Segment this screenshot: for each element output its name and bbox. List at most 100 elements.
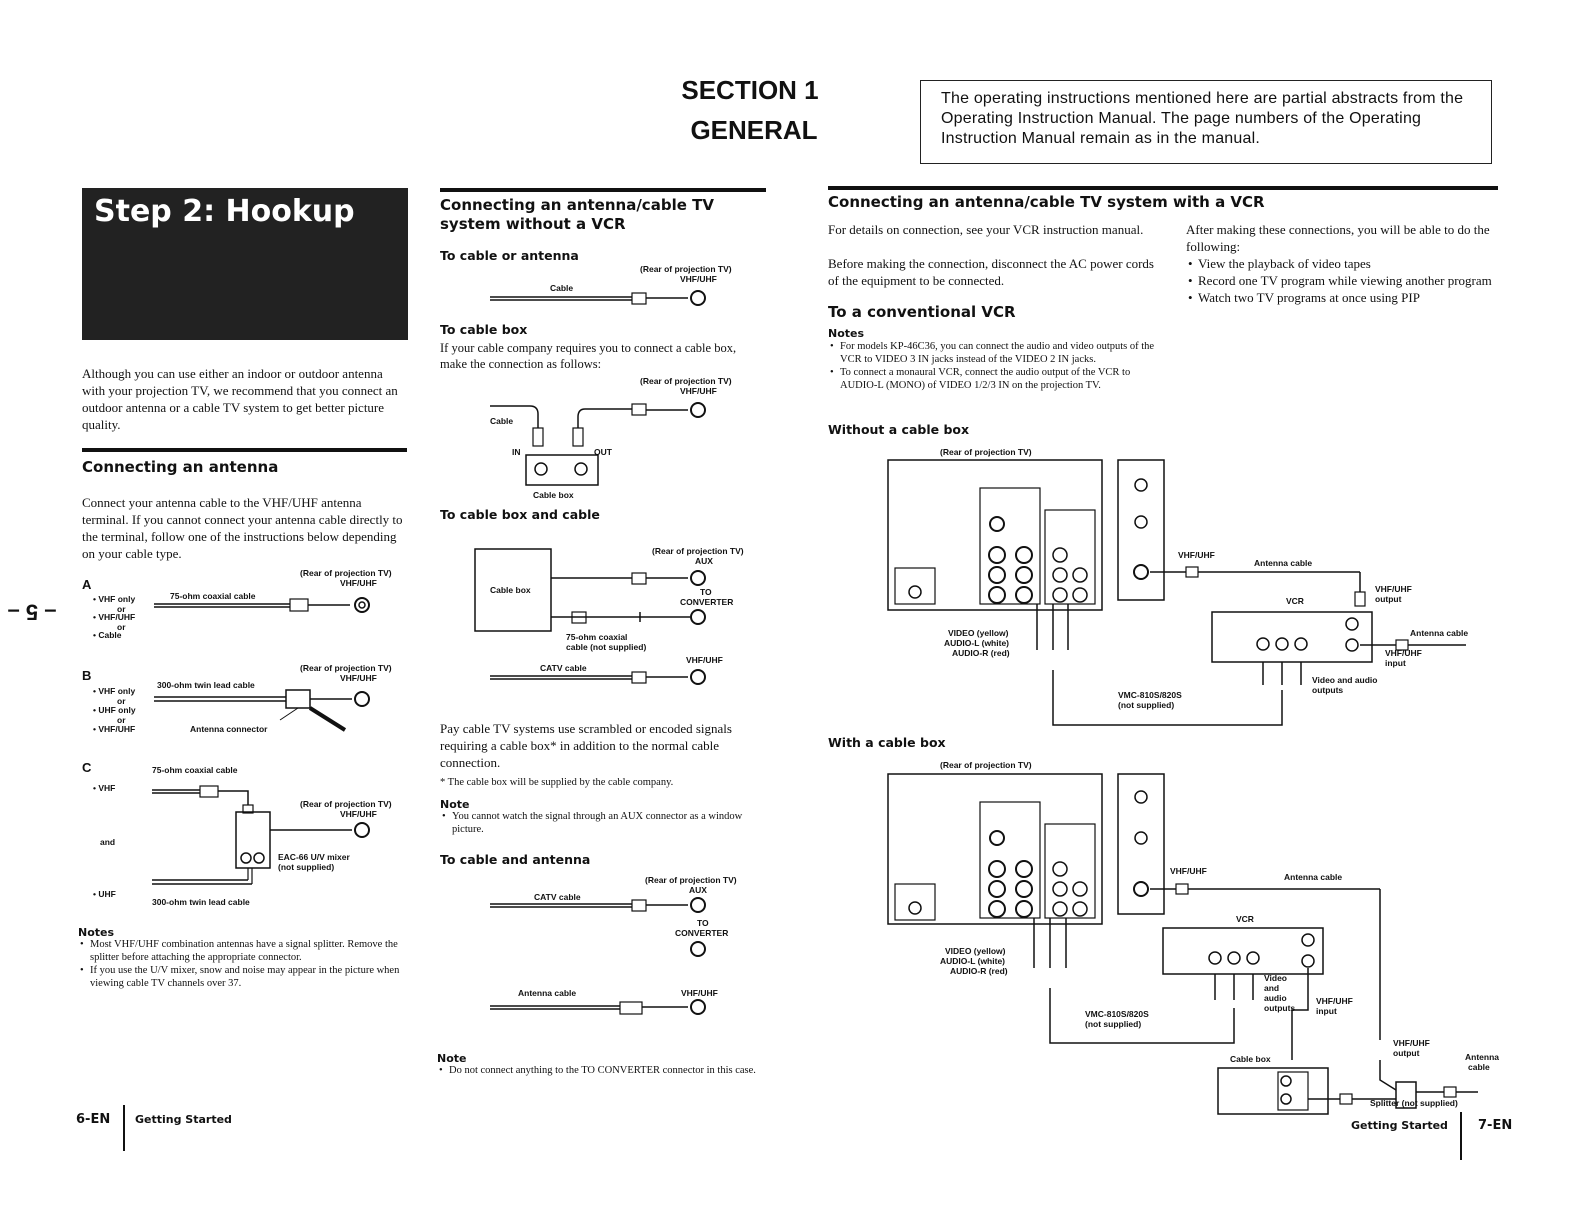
caa-conv: CONVERTER <box>675 928 729 938</box>
footer-divider <box>1460 1112 1462 1160</box>
diagram-b-opt2: • UHF only <box>93 705 136 715</box>
cbc-coax: 75-ohm coaxial <box>566 632 628 642</box>
after-item: View the playback of video tapes <box>1186 255 1496 272</box>
wb-cable: cable <box>1468 1062 1490 1072</box>
wb-va2: and <box>1264 983 1280 993</box>
left-footer-num: 6-EN <box>76 1112 111 1127</box>
rule <box>82 448 407 452</box>
wb-vhf-input: VHF/UHF <box>1316 996 1353 1006</box>
connecting-antenna-heading: Connecting an antenna <box>82 458 279 476</box>
cb-out: OUT <box>594 447 612 457</box>
left-note: If you use the U/V mixer, snow and noise… <box>78 964 408 990</box>
caa-catv: CATV cable <box>534 892 581 902</box>
wb-input: input <box>1316 1006 1337 1016</box>
diagram-b-or2: or <box>117 715 126 725</box>
after-title: After making these connections, you will… <box>1186 222 1490 254</box>
cbc-coax2: cable (not supplied) <box>566 642 647 652</box>
cbc-to: TO <box>700 587 712 597</box>
step-banner: Step 2: Hookup <box>82 188 408 340</box>
diagram-a-opt3: • Cable <box>93 630 122 640</box>
cb-rear: (Rear of projection TV) <box>640 376 732 386</box>
coa-term: VHF/UHF <box>680 274 717 284</box>
wb-vhfuhf: VHF/UHF <box>1170 866 1207 876</box>
wb-vmc: VMC-810S/820S <box>1085 1009 1149 1019</box>
wob-vmc: VMC-810S/820S <box>1118 690 1182 700</box>
wob-vhf-output: VHF/UHF <box>1375 584 1412 594</box>
wob-vcr: VCR <box>1286 596 1304 606</box>
wob-output: output <box>1375 594 1402 604</box>
coa-cable: Cable <box>550 283 574 293</box>
middle-note-list: You cannot watch the signal through an A… <box>440 810 760 836</box>
wb-va4: outputs <box>1264 1003 1296 1013</box>
wob-not-supplied: (not supplied) <box>1118 700 1175 710</box>
connecting-antenna-text: Connect your antenna cable to the VHF/UH… <box>82 495 403 561</box>
left-note: Most VHF/UHF combination antennas have a… <box>78 938 408 964</box>
cbc-rear: (Rear of projection TV) <box>652 546 744 556</box>
diagram-b-term: VHF/UHF <box>340 673 377 683</box>
right-footer-label: Getting Started <box>1351 1119 1448 1132</box>
wob-ant-cable2: Antenna cable <box>1410 628 1469 638</box>
right-note: For models KP-46C36, you can connect the… <box>828 340 1168 366</box>
wob-audio-l: AUDIO-L (white) <box>944 638 1010 648</box>
cbc-conv: CONVERTER <box>680 597 734 607</box>
diagram-a-or2: or <box>117 622 126 632</box>
footer-divider <box>123 1105 125 1151</box>
with-box-title: With a cable box <box>828 735 946 750</box>
wob-audio-r: AUDIO-R (red) <box>952 648 1010 658</box>
after-item: Watch two TV programs at once using PIP <box>1186 289 1496 306</box>
wb-splitter: Splitter (not supplied) <box>1370 1098 1458 1108</box>
diagram-a-or1: or <box>117 604 126 614</box>
right-footer-num: 7-EN <box>1478 1118 1513 1133</box>
wb-ant-cable: Antenna cable <box>1284 872 1343 882</box>
rule <box>828 186 1498 190</box>
caa-term: VHF/UHF <box>681 988 718 998</box>
right-heading: Connecting an antenna/cable TV system wi… <box>828 193 1265 211</box>
wb-rear: (Rear of projection TV) <box>940 760 1032 770</box>
wb-output: output <box>1393 1048 1420 1058</box>
step-title: Step 2: Hookup <box>94 194 355 229</box>
cb-cable: Cable <box>490 416 514 426</box>
wob-outputs: outputs <box>1312 685 1344 695</box>
diagram-a-opt1: • VHF only <box>93 594 136 604</box>
cable-box-title: To cable box <box>440 322 528 337</box>
right-note: To connect a monaural VCR, connect the a… <box>828 366 1168 392</box>
diagram-c-and: and <box>100 837 116 847</box>
middle-heading: Connecting an antenna/cable TV system wi… <box>440 196 714 233</box>
cb-in: IN <box>512 447 521 457</box>
cbc-catv: CATV cable <box>540 663 587 673</box>
right-notes-list: For models KP-46C36, you can connect the… <box>828 340 1168 392</box>
before-text: Before making the connection, disconnect… <box>828 256 1154 288</box>
caa-to: TO <box>697 918 709 928</box>
diagram-c-coax: 75-ohm coaxial cable <box>152 765 238 775</box>
diagram-b-letter: B <box>82 668 92 683</box>
intro-text: Although you can use either an indoor or… <box>82 366 398 432</box>
without-box-title: Without a cable box <box>828 422 970 437</box>
cbc-aux: AUX <box>695 556 713 566</box>
middle-note2-list: Do not connect anything to the TO CONVER… <box>437 1064 767 1077</box>
wob-ant-cable: Antenna cable <box>1254 558 1313 568</box>
diagram-c-mixer-note: (not supplied) <box>278 862 335 872</box>
diagram-a-rear: (Rear of projection TV) <box>300 568 392 578</box>
middle-note2: Do not connect anything to the TO CONVER… <box>437 1064 767 1077</box>
diagram-a-letter: A <box>82 577 92 592</box>
pay-text: Pay cable TV systems use scrambled or en… <box>440 721 732 770</box>
cb-term: VHF/UHF <box>680 386 717 396</box>
diagram-b-cable: 300-ohm twin lead cable <box>157 680 255 690</box>
coa-rear: (Rear of projection TV) <box>640 264 732 274</box>
wob-va-out: Video and audio <box>1312 675 1378 685</box>
notice-box: The operating instructions mentioned her… <box>920 80 1492 164</box>
footnote: * The cable box will be supplied by the … <box>440 777 674 788</box>
wb-vhf-output: VHF/UHF <box>1393 1038 1430 1048</box>
diagram-c-mixer: EAC-66 U/V mixer <box>278 852 350 862</box>
middle-note: You cannot watch the signal through an A… <box>440 810 760 836</box>
wb-cable-box: Cable box <box>1230 1054 1271 1064</box>
details-text: For details on connection, see your VCR … <box>828 222 1144 237</box>
wob-vhfuhf: VHF/UHF <box>1178 550 1215 560</box>
